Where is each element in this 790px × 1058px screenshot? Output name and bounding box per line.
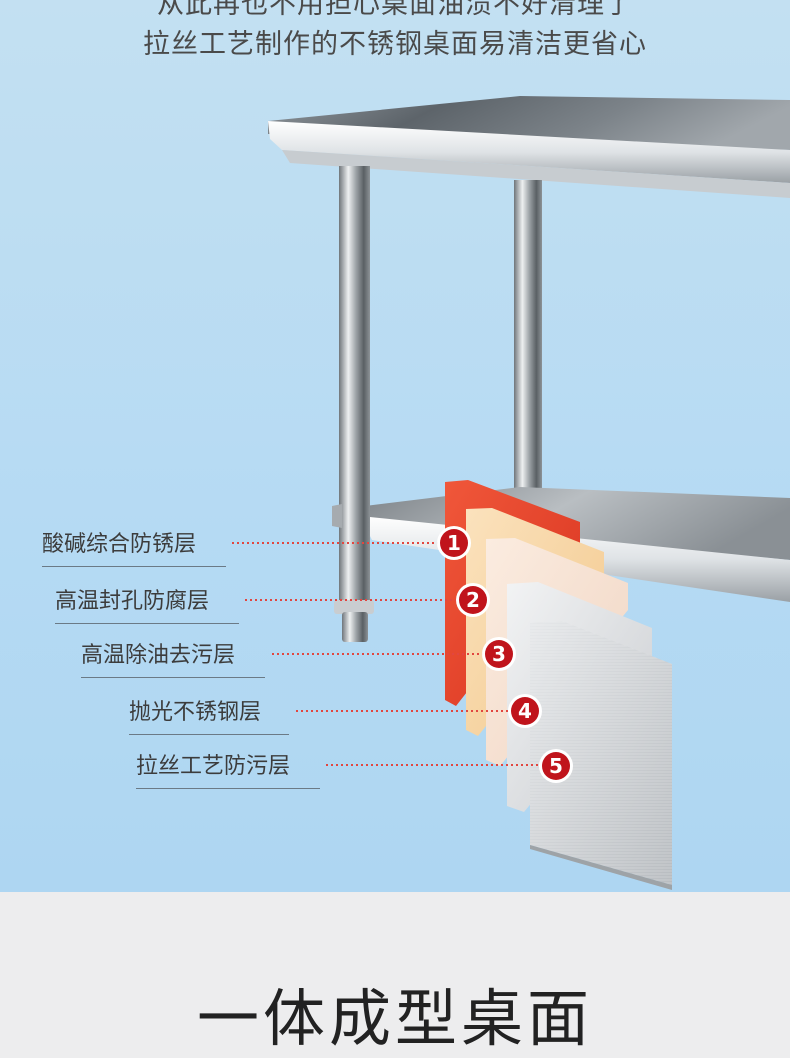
badge-4: 4 — [508, 694, 542, 728]
badge-4-number: 4 — [518, 699, 532, 723]
badge-3: 3 — [482, 637, 516, 671]
leg-foot — [342, 612, 368, 642]
tabletop-lip — [282, 150, 790, 198]
footer-band — [0, 892, 790, 1050]
badge-2: 2 — [456, 583, 490, 617]
layer-label-4: 抛光不锈钢层 — [129, 694, 289, 735]
hero-banner: 从此再也不用担心桌面油渍不好清理了 拉丝工艺制作的不锈钢桌面易清洁更省心 — [0, 0, 790, 892]
leg-collar — [334, 600, 374, 614]
section-title: 一体成型桌面 — [196, 982, 593, 1055]
headline-line-2: 拉丝工艺制作的不锈钢桌面易清洁更省心 — [143, 29, 647, 60]
tabletop-edge — [268, 121, 790, 183]
badge-2-number: 2 — [466, 588, 480, 612]
layer-label-2: 高温封孔防腐层 — [55, 583, 239, 624]
layer-label-3: 高温除油去污层 — [81, 637, 265, 678]
badge-1: 1 — [437, 526, 471, 560]
badge-5: 5 — [539, 749, 573, 783]
badge-1-number: 1 — [447, 531, 461, 555]
headline-line-1: 从此再也不用担心桌面油渍不好清理了 — [157, 0, 633, 20]
layer-label-1: 酸碱综合防锈层 — [42, 526, 226, 567]
front-leg — [339, 166, 370, 612]
back-leg — [514, 180, 542, 510]
badge-5-number: 5 — [549, 754, 563, 778]
badge-3-number: 3 — [492, 642, 506, 666]
table-illustration: 1 2 3 4 5 — [232, 96, 790, 890]
layer-label-5: 拉丝工艺防污层 — [136, 748, 320, 789]
